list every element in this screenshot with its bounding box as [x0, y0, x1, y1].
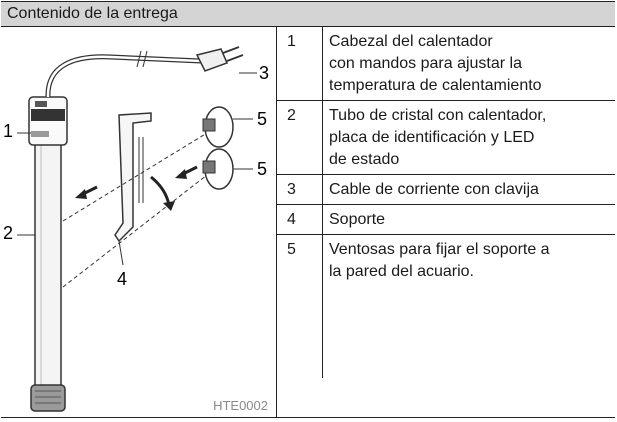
- callout-5-lower: 5: [257, 159, 267, 179]
- power-plug: [195, 48, 229, 72]
- control-knob: [31, 109, 65, 121]
- list-item: 5 Ventosas para fijar el soporte a la pa…: [277, 234, 615, 378]
- list-item: 3 Cable de corriente con clavija: [277, 174, 615, 205]
- list-item: 2 Tubo de cristal con calentador, placa …: [277, 100, 615, 175]
- item-number: 5: [277, 234, 323, 378]
- item-description: Soporte: [322, 204, 615, 235]
- item-number: 1: [277, 27, 323, 101]
- tube-end-cap: [30, 384, 66, 412]
- callout-4: 4: [117, 269, 127, 289]
- callout-5-upper: 5: [257, 109, 267, 129]
- item-number: 3: [277, 174, 323, 205]
- heater-drawing: 1 2 3 4 5 5: [3, 46, 269, 412]
- callout-3: 3: [259, 63, 269, 83]
- list-item: 1 Cabezal del calentador con mandos para…: [277, 27, 615, 101]
- item-description: Cabezal del calentador con mandos para a…: [322, 27, 615, 101]
- item-number: 4: [277, 204, 323, 235]
- item-number: 2: [277, 100, 323, 175]
- list-item: 4 Soporte: [277, 204, 615, 235]
- holder-bracket: [114, 112, 152, 243]
- item-description: Cable de corriente con clavija: [322, 174, 615, 205]
- glass-tube: [34, 140, 62, 392]
- section-title: Contenido de la entrega: [7, 5, 178, 22]
- parts-list: 1 Cabezal del calentador con mandos para…: [277, 27, 615, 378]
- heater-illustration: 1 2 3 4 5 5 HTE0002: [1, 27, 277, 417]
- section-header: Contenido de la entrega: [1, 1, 615, 27]
- item-description: Ventosas para fijar el soporte a la pare…: [329, 241, 550, 280]
- callout-1: 1: [3, 121, 13, 141]
- callout-2: 2: [3, 223, 13, 243]
- item-description: Tubo de cristal con calentador, placa de…: [322, 100, 615, 175]
- figure-code: HTE0002: [213, 398, 268, 413]
